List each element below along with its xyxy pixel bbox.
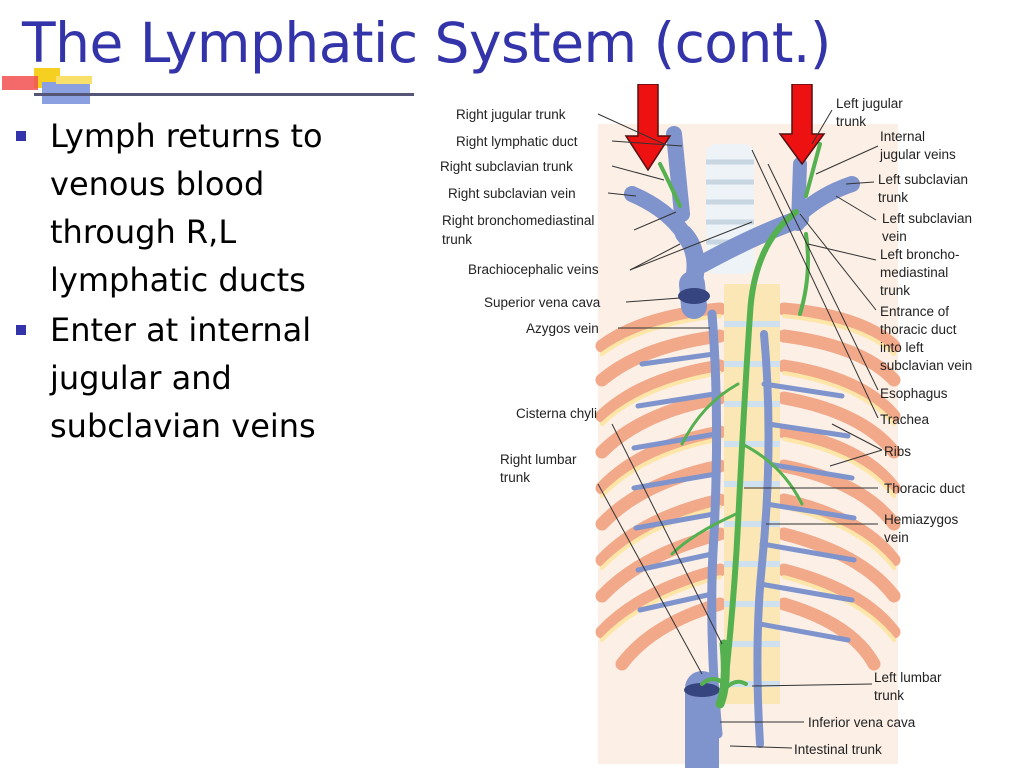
label-left-subclavian-vein: vein (882, 229, 907, 244)
deco-yellow-bar (56, 76, 92, 84)
leader-lines (597, 109, 883, 749)
label-thoracic-duct-entry: thoracic duct (880, 322, 957, 337)
label-into-left: into left (880, 340, 924, 355)
right-labels: Left jugular trunk Internal jugular vein… (794, 96, 972, 757)
bullet-text: Lymph returns to venous blood through R,… (50, 117, 323, 299)
label-esophagus: Esophagus (880, 386, 948, 401)
inferior-vena-cava-opening (684, 683, 720, 697)
label-right-lymphatic-duct: Right lymphatic duct (456, 134, 578, 149)
title-decoration (2, 68, 414, 104)
left-broncho-trunk (798, 232, 810, 316)
superior-vena-cava-opening (678, 288, 710, 304)
left-subclavian-vein (792, 176, 860, 222)
label-right-lumbar-trunk: trunk (500, 470, 530, 485)
label-left-broncho-trunk: trunk (880, 283, 910, 298)
right-jugular-vein (666, 126, 690, 222)
label-left-lumbar-trunk: trunk (874, 688, 904, 703)
bullet-text: Enter at internal jugular and subclavian… (50, 311, 316, 445)
bullet-marker (16, 325, 26, 335)
label-cisterna-chyli: Cisterna chyli (516, 406, 597, 421)
label-superior-vena-cava: Superior vena cava (484, 295, 601, 310)
veins (624, 126, 860, 768)
left-jugular-trunk (804, 142, 822, 198)
deco-red-block (2, 76, 38, 90)
bullet-list: Lymph returns to venous blood through R,… (14, 112, 394, 450)
label-right-subclavian-trunk: Right subclavian trunk (440, 159, 573, 174)
left-arrow-icon (624, 84, 672, 172)
label-right-subclavian-vein: Right subclavian vein (448, 186, 576, 201)
spine (724, 284, 780, 704)
label-brachiocephalic-veins: Brachiocephalic veins (468, 262, 599, 277)
label-left-lumbar: Left lumbar (874, 670, 942, 685)
label-trachea: Trachea (880, 412, 930, 427)
label-internal-jugular-veins: jugular veins (879, 147, 956, 162)
label-left-subclavian: Left subclavian (878, 172, 968, 187)
bullet-item: Lymph returns to venous blood through R,… (14, 112, 394, 304)
label-azygos-vein: Azygos vein (526, 321, 599, 336)
deco-line (34, 93, 414, 96)
lymph-branches (670, 382, 804, 556)
label-right-bronchomediastinal-trunk: trunk (442, 232, 472, 247)
bullet-marker (16, 131, 26, 141)
label-right-jugular-trunk: Right jugular trunk (456, 107, 566, 122)
slide-title: The Lymphatic System (cont.) (22, 11, 831, 75)
left-labels: Right jugular trunk Right lymphatic duct… (440, 107, 601, 485)
label-hemiazygos: Hemiazygos (884, 512, 959, 527)
label-subclavian-vein: subclavian vein (880, 358, 972, 373)
red-arrows (624, 84, 826, 172)
label-right-bronchomediastinal: Right bronchomediastinal (442, 213, 594, 228)
label-mediastinal: mediastinal (880, 265, 948, 280)
intercostal-veins (631, 351, 857, 643)
label-entrance-of: Entrance of (880, 304, 949, 319)
azygos-vein (707, 309, 723, 739)
right-arrow-icon (778, 84, 826, 166)
label-left-subclavian-trunk: trunk (878, 190, 908, 205)
label-internal: Internal (880, 129, 925, 144)
label-intestinal-trunk: Intestinal trunk (794, 742, 882, 757)
right-lymphatic-duct (658, 162, 682, 208)
label-hemiazygos-vein: vein (884, 530, 909, 545)
hemiazygos-vein (753, 330, 773, 748)
label-left-subclavian-2: Left subclavian (882, 211, 972, 226)
label-right-lumbar: Right lumbar (500, 452, 577, 467)
label-thoracic-duct: Thoracic duct (884, 481, 965, 496)
label-left-jugular: Left jugular (836, 96, 903, 111)
label-left-broncho: Left broncho- (880, 247, 960, 262)
cisterna-chyli (715, 639, 730, 709)
label-left-jugular-trunk: trunk (836, 114, 866, 129)
thoracic-duct (721, 209, 799, 697)
lymphatic-diagram: Right jugular trunk Right lymphatic duct… (440, 84, 972, 768)
lymphatics (658, 142, 822, 709)
lumbar-trunks (700, 677, 748, 690)
label-ribs: Ribs (884, 444, 911, 459)
bullet-item: Enter at internal jugular and subclavian… (14, 306, 394, 450)
label-inferior-vena-cava: Inferior vena cava (808, 715, 916, 730)
